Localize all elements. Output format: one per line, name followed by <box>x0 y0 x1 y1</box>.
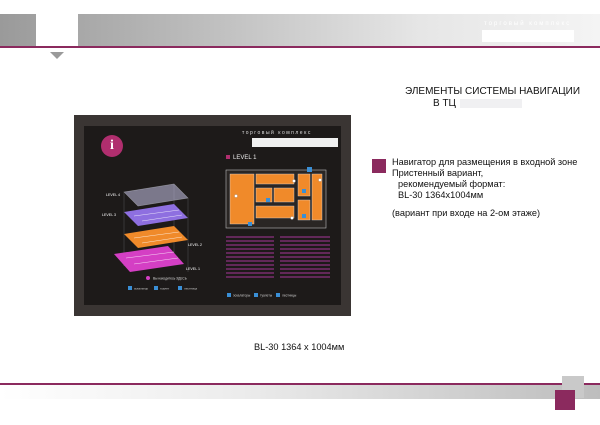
board-graphics: LEVEL 4 LEVEL 3 LEVEL 2 LEVEL 1 Вы нахoд… <box>102 167 330 298</box>
navigation-board: i торговый комплекс LEVEL 1 <box>74 115 351 316</box>
footer-accent-square <box>555 390 575 410</box>
header-caption: торговый комплекс <box>484 21 572 27</box>
svg-text:туалеты: туалеты <box>260 294 273 298</box>
iso-legend: эскалатор туалет лестница <box>128 286 197 291</box>
description-line-2: Пристенный вариант, <box>392 168 484 178</box>
svg-text:эскалатор: эскалатор <box>134 287 148 291</box>
level-3-label: LEVEL 3 <box>102 213 116 217</box>
svg-text:лестницы: лестницы <box>282 294 297 298</box>
floor-plan <box>225 167 327 229</box>
level-2-label: LEVEL 2 <box>188 243 202 247</box>
level-1-slab <box>114 246 184 272</box>
description-block: Навигатор для размещения в входной зоне … <box>392 157 577 201</box>
document-title: ЭЛЕМЕНТЫ СИСТЕМЫ НАВИГАЦИИ В ТЦ <box>405 86 580 110</box>
description-line-1: Навигатор для размещения в входной зоне <box>392 157 578 167</box>
level-4-slab <box>124 184 188 206</box>
board-panel: i торговый комплекс LEVEL 1 <box>84 126 341 305</box>
svg-text:эскалаторы: эскалаторы <box>233 294 251 298</box>
header-logo-square <box>36 12 78 52</box>
title-line-1: ЭЛЕМЕНТЫ СИСТЕМЫ НАВИГАЦИИ <box>405 86 581 97</box>
plan-legend: эскалаторы туалеты лестницы <box>227 293 297 298</box>
header-name-placeholder <box>482 30 574 42</box>
plan-title-marker <box>226 155 230 159</box>
footer-rule <box>0 383 600 385</box>
mall-name-placeholder <box>459 98 522 108</box>
tenant-directory <box>226 236 330 278</box>
board-size-caption: BL-30 1364 x 1004мм <box>254 342 345 352</box>
you-are-here-label: Вы нахoдитесь ЗДЕСЬ <box>153 277 187 281</box>
level-stack: LEVEL 4 LEVEL 3 LEVEL 2 LEVEL 1 Вы нахoд… <box>102 183 202 291</box>
title-line-2: В ТЦ <box>433 98 456 109</box>
svg-text:лестница: лестница <box>184 287 197 291</box>
info-icon: i <box>101 135 123 157</box>
title-line-2-wrap: В ТЦ <box>405 98 580 110</box>
board-caption: торговый комплекс <box>242 130 312 136</box>
plan-title-text: LEVEL 1 <box>233 155 257 161</box>
header-rule <box>0 46 600 48</box>
description-bullet <box>372 159 386 173</box>
footer-band <box>0 385 600 399</box>
description-line-3: рекомендуемый формат: <box>398 179 506 189</box>
svg-text:туалет: туалет <box>160 287 170 291</box>
level-1-label: LEVEL 1 <box>186 267 200 271</box>
header-pointer <box>50 52 64 59</box>
level-2-slab <box>124 226 188 248</box>
level-4-label: LEVEL 4 <box>106 193 120 197</box>
board-name-placeholder <box>252 138 338 147</box>
description-line-4: BL-30 1364x1004мм <box>398 190 484 200</box>
you-are-here-dot <box>146 276 150 280</box>
description-note: (вариант при входе на 2-ом этаже) <box>392 208 541 218</box>
level-3-slab <box>124 204 188 226</box>
plan-title: LEVEL 1 <box>226 155 256 161</box>
